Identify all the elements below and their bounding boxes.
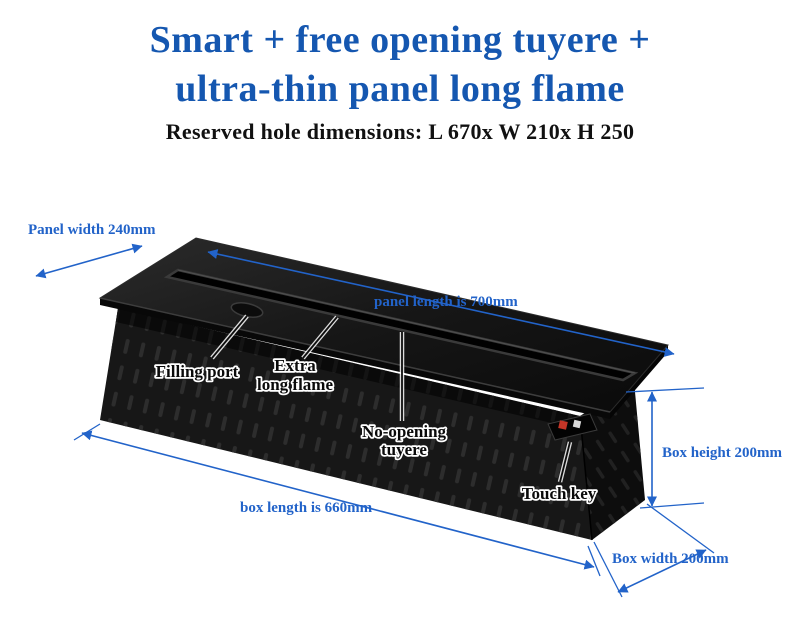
label-filling-port: Filling port (156, 362, 239, 381)
title-line2: ultra-thin panel long flame (175, 68, 625, 111)
dim-tick-box-width-left (593, 541, 623, 598)
dim-arrow-panel-length (207, 249, 675, 357)
dimension-annotations: Panel width 240mm panel length is 700mm … (28, 222, 783, 598)
label-no-opening-line1: No-opening (362, 422, 447, 441)
dim-arrow-box-width (617, 549, 707, 593)
dim-text-panel-length: panel length is 700mm (374, 294, 518, 310)
label-extra-flame-line2: long flame (257, 375, 333, 394)
box-right-face-vents (580, 381, 645, 540)
dim-tick-box-height-top (625, 387, 705, 393)
dim-arrow-box-length (81, 430, 595, 570)
touch-key-white-indicator (572, 419, 582, 429)
header: Smart + free opening tuyere + ultra-thin… (0, 0, 800, 145)
touch-key-red-indicator (558, 420, 568, 430)
page-title: Smart + free opening tuyere + ultra-thin… (0, 16, 800, 115)
dim-tick-box-length-left (73, 423, 101, 441)
dim-text-box-length: box length is 660mm (240, 500, 373, 516)
title-line1: Smart + free opening tuyere + (149, 19, 651, 61)
subtitle-dimensions: Reserved hole dimensions: L 670x W 210x … (165, 118, 635, 144)
label-no-opening-line2: tuyere (381, 440, 427, 459)
dim-text-box-height: Box height 200mm (662, 445, 783, 461)
panel-right-edge (610, 345, 668, 419)
dim-tick-box-width-right (646, 503, 715, 554)
label-extra-flame-line1: Extra (274, 356, 316, 375)
dim-text-box-width: Box width 200mm (612, 551, 729, 567)
dim-arrow-panel-width (35, 243, 143, 279)
label-touch-key: Touch key (522, 484, 597, 503)
dim-text-panel-width: Panel width 240mm (28, 222, 156, 238)
